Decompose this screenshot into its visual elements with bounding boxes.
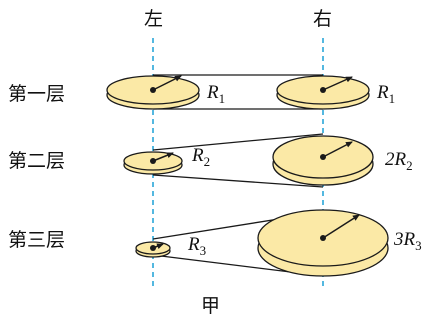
layer-3-left-radius-label: R3 — [187, 234, 206, 258]
layer-2-belt-bottom — [152, 174, 324, 188]
layer-1-label: 第一层 — [8, 83, 65, 105]
layer-1-left-radius-label: R1 — [206, 82, 225, 106]
layer-1-right-radius-label: R1 — [376, 82, 395, 106]
layer-3-right-radius-label: 3R3 — [393, 229, 422, 253]
layer-2-right-radius-label: 2R2 — [385, 149, 413, 173]
layer-2-label: 第二层 — [8, 150, 65, 172]
layer-2-left-wheel — [123, 151, 183, 175]
layer-3-right-wheel — [257, 209, 389, 277]
layer-2-belt-top — [152, 133, 324, 151]
layer-1-left-wheel — [106, 75, 200, 110]
right-column-label: 右 — [313, 8, 332, 30]
layer-3-label: 第三层 — [8, 229, 65, 251]
layer-2-right-wheel — [272, 135, 374, 186]
layer-1-right-wheel — [276, 75, 370, 110]
layer-2-left-radius-label: R2 — [191, 145, 210, 169]
left-column-label: 左 — [144, 8, 163, 30]
figure-caption: 甲 — [201, 295, 220, 317]
layer-3-left-wheel — [135, 241, 171, 258]
